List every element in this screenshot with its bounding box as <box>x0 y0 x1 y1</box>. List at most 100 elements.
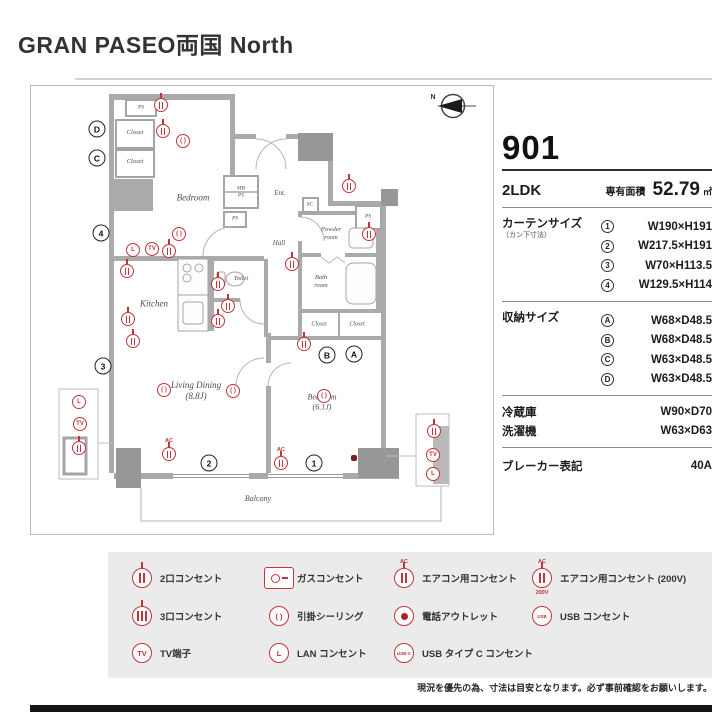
hook-symbol: ( ) <box>172 227 186 241</box>
storage-mark: B <box>601 333 614 347</box>
outlet-symbol <box>297 332 311 351</box>
room-label-balcony: Balcony <box>244 494 272 504</box>
room-label-toilet: Toilet <box>233 275 249 283</box>
hook-symbol: ( ) <box>226 384 240 398</box>
plan-marker-2: 2 <box>200 454 218 472</box>
legend-item-usbc: USB-C USB タイプ C コンセント <box>394 641 533 665</box>
divider <box>502 207 712 208</box>
outlet-symbol <box>72 436 86 455</box>
plan-marker-b: B <box>318 346 336 364</box>
outlet-symbol <box>154 93 168 112</box>
curtain-size-row: 4 W129.5×H114 <box>601 276 712 296</box>
area-value: 52.79 <box>652 179 700 200</box>
curtain-value: W70×H113.5 <box>645 259 712 272</box>
legend-item-ac200: AC200Vエアコン用コンセント (200V) <box>532 559 687 596</box>
plan-marker-4: 4 <box>92 224 110 242</box>
storage-value: W68×D48.5 <box>650 314 712 327</box>
legend-label: LAN コンセント <box>297 649 367 660</box>
outlet-symbol <box>120 259 134 278</box>
curtain-size-label: カーテンサイズ （カン下寸法） <box>502 217 601 295</box>
tv-icon: TV <box>132 643 152 663</box>
appliance-value: W90×D70 <box>660 405 712 418</box>
layout-area-row: 2LDK 専有面積 52.79 ㎡ <box>502 171 712 207</box>
curtain-value: W217.5×H191 <box>638 240 712 253</box>
legend-label: エアコン用コンセント (200V) <box>560 574 687 585</box>
breaker-value: 40A <box>690 459 712 472</box>
room-label-closet-d: Closet <box>126 129 144 137</box>
room-label-bedroom-1: Bedroom <box>176 192 210 203</box>
ac-icon: AC <box>394 559 414 588</box>
footer-note: 現況を優先の為、寸法は目安となります。必ず事前確認をお願いします。 <box>417 683 712 693</box>
curtain-value: W190×H191 <box>647 220 712 233</box>
legend-label: USB タイプ C コンセント <box>422 649 533 660</box>
outlet-symbol <box>211 309 225 328</box>
storage-mark: A <box>601 314 614 328</box>
legend-item-outlet: 2口コンセント <box>132 562 222 590</box>
tv-symbol: TV <box>426 448 440 462</box>
storage-mark: D <box>601 372 614 386</box>
legend-item-tv: TV TV端子 <box>132 641 191 665</box>
storage-size-row: C W63×D48.5 <box>601 350 712 370</box>
compass: N <box>430 93 476 119</box>
windows <box>173 474 343 478</box>
room-label-ps-entrance: PS <box>231 215 239 222</box>
area-group: 専有面積 52.79 ㎡ <box>605 179 712 201</box>
page-title: GRAN PASEO両国 North <box>18 32 294 58</box>
legend-label: 引掛シーリング <box>297 612 364 623</box>
storage-mark: C <box>601 353 614 367</box>
legend-item-ac: AC エアコン用コンセント <box>394 559 518 590</box>
storage-value: W63×D48.5 <box>650 373 712 386</box>
legend-label: TV端子 <box>160 649 192 660</box>
area-label: 専有面積 <box>605 187 646 198</box>
room-label-closet-a: Closet <box>349 321 365 328</box>
outlet-symbol <box>221 294 235 313</box>
pillars <box>116 133 399 488</box>
legend-item-phone: 電話アウトレット <box>394 604 498 628</box>
plan-marker-1: 1 <box>305 454 323 472</box>
lan-symbol: L <box>426 467 440 481</box>
divider <box>502 447 712 448</box>
curtain-mark: 1 <box>601 220 614 234</box>
outlet-symbol <box>121 307 135 326</box>
area-unit: ㎡ <box>702 187 712 197</box>
lan-symbol: L <box>126 243 140 257</box>
hook-symbol: ( ) <box>317 389 331 403</box>
breaker-row: ブレーカー表記 40A <box>502 448 712 484</box>
gas-icon <box>264 567 294 589</box>
hook-symbol: ( ) <box>157 383 171 397</box>
outlet-symbol <box>285 252 299 271</box>
footer-bar <box>30 705 712 712</box>
balcony-outline <box>140 478 442 522</box>
hook-symbol: ( ) <box>176 134 190 148</box>
lan-icon: L <box>269 643 289 663</box>
curtain-mark: 3 <box>601 259 614 273</box>
storage-size-label: 収納サイズ <box>502 312 560 324</box>
room-label-shoe-closet: SC <box>306 201 314 208</box>
fixtures <box>177 227 377 332</box>
legend-item-hook: ( )引掛シーリング <box>269 604 364 628</box>
curtain-mark: 4 <box>601 278 614 292</box>
outlet-symbol <box>362 222 376 241</box>
outlet-symbol <box>427 419 441 438</box>
divider <box>502 301 712 302</box>
room-label-ent: Ent. <box>274 188 286 197</box>
legend-label: エアコン用コンセント <box>422 574 518 585</box>
storage-value: W63×D48.5 <box>650 353 712 366</box>
floorplan-walls: N <box>58 93 476 522</box>
legend-label: ガスコンセント <box>297 574 364 585</box>
curtain-value: W129.5×H114 <box>638 279 712 292</box>
curtain-size-row: 1 W190×H191 <box>601 217 712 237</box>
curtain-size-note: （カン下寸法） <box>502 232 551 240</box>
plan-marker-c: C <box>88 149 106 167</box>
appliance-value: W63×D63 <box>660 425 712 438</box>
usbc-icon: USB-C <box>394 643 414 663</box>
